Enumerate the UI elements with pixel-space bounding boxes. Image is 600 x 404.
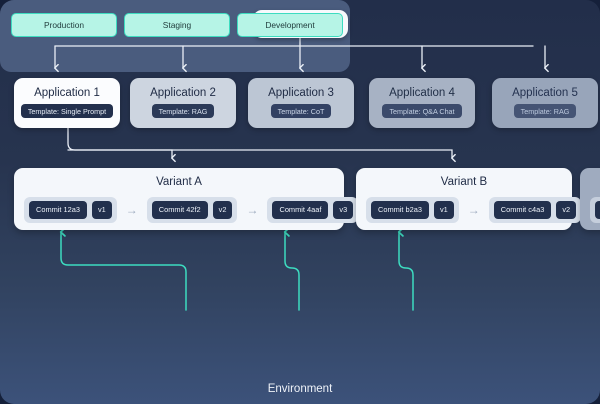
- commit-node[interactable]: Commit 4aaf v3: [267, 197, 359, 223]
- commit-node[interactable]: Commit 42f2 v2: [146, 197, 238, 223]
- commit-version: v1: [433, 201, 454, 219]
- commit-node[interactable]: Com: [590, 197, 600, 223]
- commit-chain: Commit b2a3 v1 → Commit c4a3 v2: [366, 197, 582, 223]
- application-template-badge: Template: RAG: [151, 104, 215, 119]
- application-name: Application 4: [389, 86, 455, 99]
- commit-version: v1: [91, 201, 112, 219]
- environment-box-production[interactable]: Production: [11, 13, 117, 37]
- application-name: Application 3: [268, 86, 334, 99]
- application-template-badge: Template: Single Prompt: [20, 104, 114, 119]
- application-card-5[interactable]: Application 5 Template: RAG: [492, 78, 598, 128]
- application-name: Application 5: [512, 86, 578, 99]
- application-card-2[interactable]: Application 2 Template: RAG: [130, 78, 236, 128]
- environment-box-development[interactable]: Development: [237, 13, 343, 37]
- variant-card-c-partial[interactable]: Com: [580, 168, 600, 230]
- commit-hash: Commit 42f2: [151, 201, 208, 219]
- commit-node[interactable]: Commit b2a3 v1: [366, 197, 459, 223]
- app1-to-variants-connectors: [67, 127, 456, 163]
- commit-hash: Commit b2a3: [371, 201, 429, 219]
- application-name: Application 2: [150, 86, 216, 99]
- application-card-4[interactable]: Application 4 Template: Q&A Chat: [369, 78, 475, 128]
- environment-to-commit-connectors: [59, 227, 414, 311]
- commit-version: v2: [212, 201, 233, 219]
- commit-node[interactable]: Commit 12a3 v1: [24, 197, 117, 223]
- chain-arrow-icon: →: [246, 203, 259, 217]
- commit-version: v3: [333, 201, 354, 219]
- environment-box-label: Staging: [162, 19, 192, 30]
- environment-label: Environment: [267, 383, 333, 395]
- variant-card-b[interactable]: Variant B Commit b2a3 v1 → Commit c4a3 v…: [356, 168, 582, 230]
- environment-box-staging[interactable]: Staging: [124, 13, 230, 37]
- application-template-badge: Template: Q&A Chat: [382, 104, 462, 119]
- commit-hash: Commit c4a3: [493, 201, 552, 219]
- environment-box-label: Production: [43, 19, 85, 30]
- application-card-1[interactable]: Application 1 Template: Single Prompt: [14, 78, 120, 128]
- application-template-badge: Template: CoT: [270, 104, 332, 119]
- application-card-3[interactable]: Application 3 Template: CoT: [248, 78, 354, 128]
- commit-hash: Com: [595, 201, 600, 219]
- application-name: Application 1: [34, 86, 100, 99]
- variant-title: Variant A: [156, 176, 202, 188]
- environment-box-label: Development: [265, 19, 315, 30]
- commit-chain: Commit 12a3 v1 → Commit 42f2 v2 → Commit…: [24, 197, 359, 223]
- variant-title: Variant B: [440, 176, 488, 188]
- commit-version: v2: [556, 201, 577, 219]
- commit-hash: Commit 4aaf: [272, 201, 329, 219]
- variant-card-a[interactable]: Variant A Commit 12a3 v1 → Commit 42f2 v…: [14, 168, 359, 230]
- commit-chain: Com: [590, 197, 600, 223]
- chain-arrow-icon: →: [125, 203, 138, 217]
- commit-node[interactable]: Commit c4a3 v2: [488, 197, 582, 223]
- chain-arrow-icon: →: [467, 203, 480, 217]
- application-template-badge: Template: RAG: [513, 104, 577, 119]
- commit-hash: Commit 12a3: [29, 201, 87, 219]
